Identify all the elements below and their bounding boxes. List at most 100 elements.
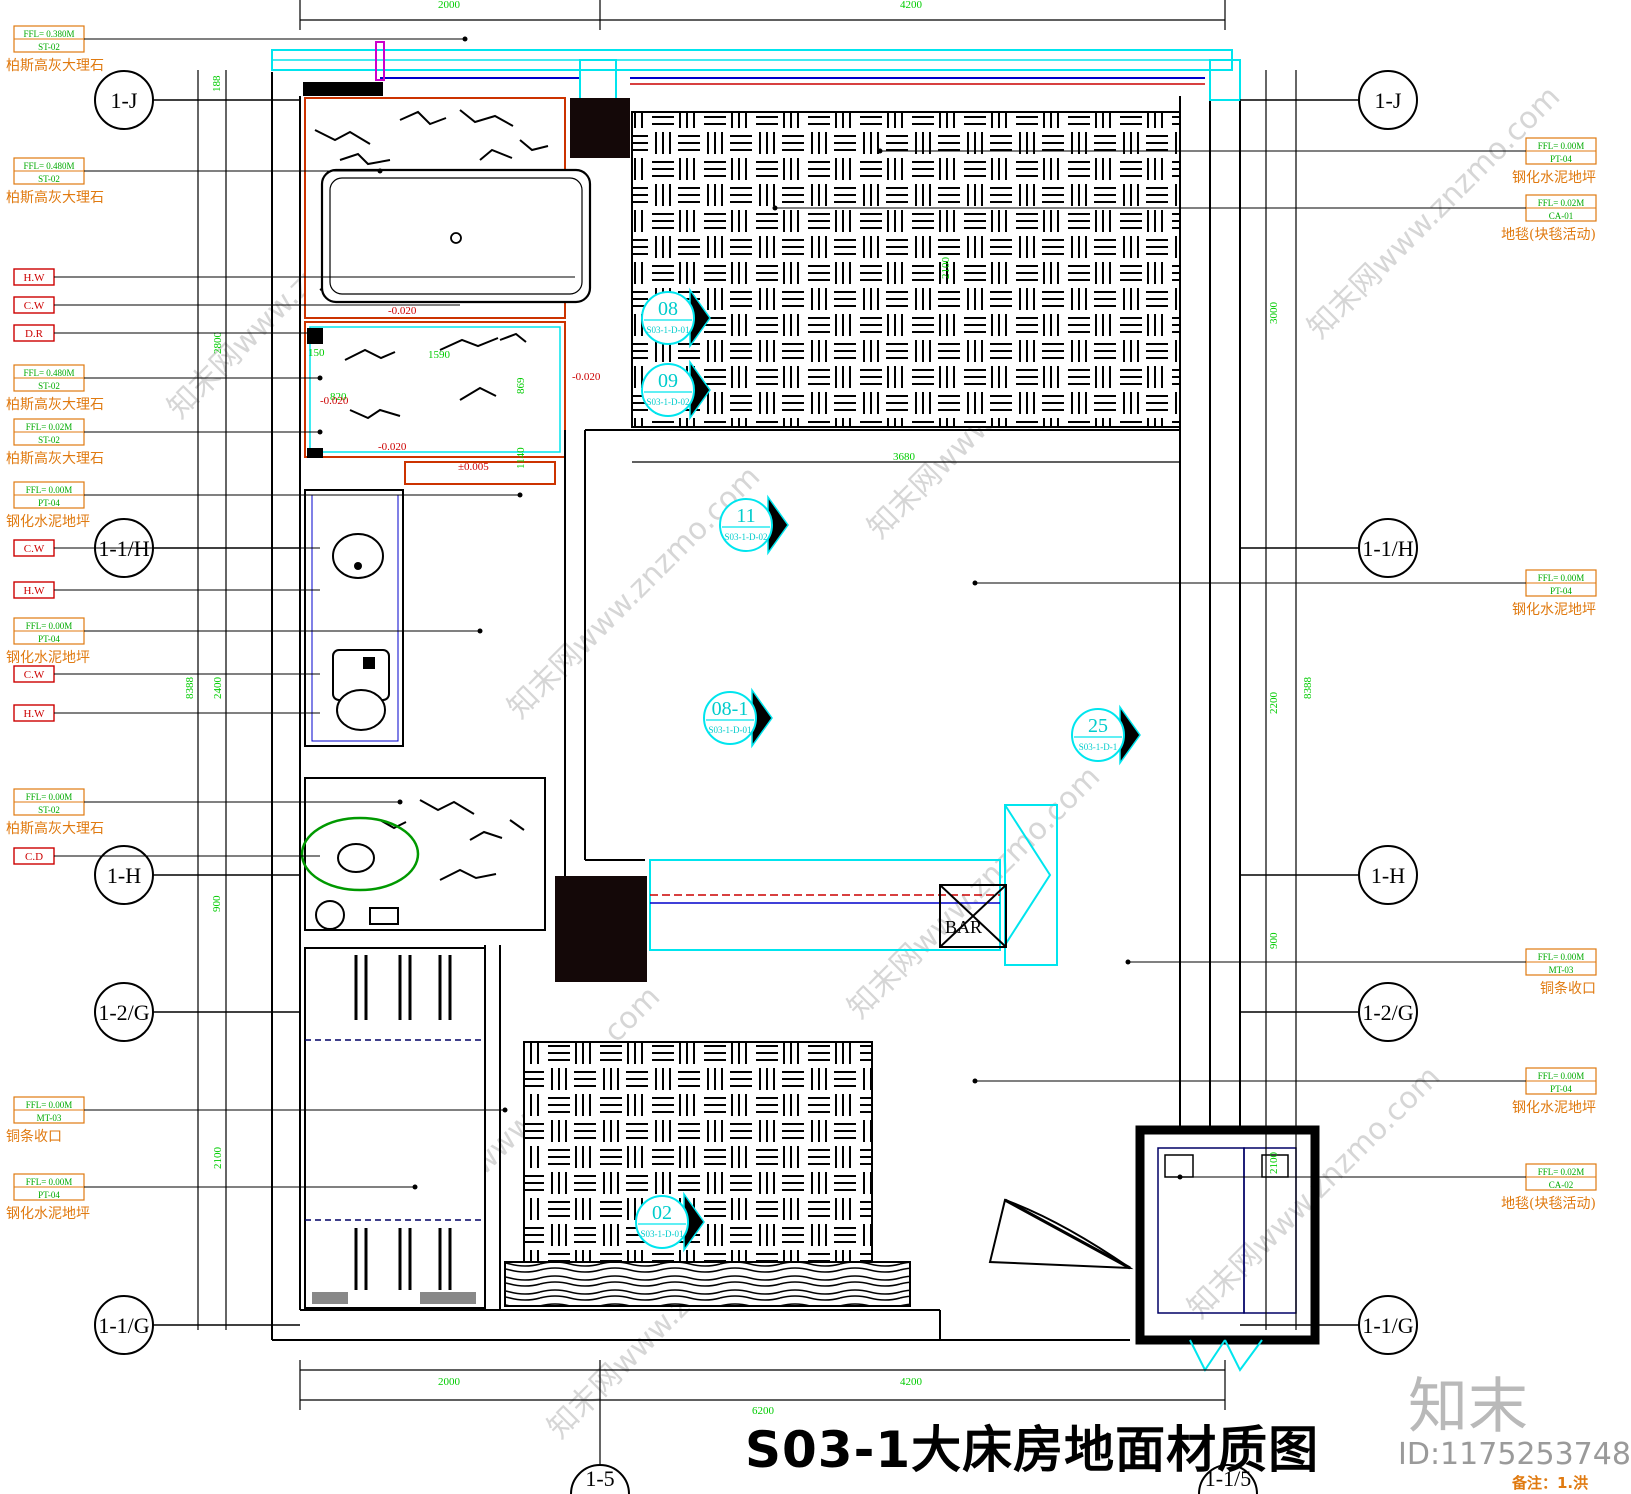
level-mark-2: -0.020 bbox=[572, 371, 601, 383]
material-code: ST-02 bbox=[38, 805, 60, 815]
dim-left-total: 8388 bbox=[184, 677, 196, 700]
marker-number: 02 bbox=[652, 1202, 672, 1224]
material-code: ST-02 bbox=[38, 435, 60, 445]
dim-top-1: 2000 bbox=[438, 0, 461, 11]
dim-inner-1140: 1140 bbox=[515, 447, 527, 469]
column-mid bbox=[555, 876, 647, 982]
grid-axis-layer: 1-J1-1/H1-H1-2/G1-1/G1-J1-1/H1-H1-2/G1-1… bbox=[94, 70, 1418, 1494]
material-code: PT-04 bbox=[1550, 586, 1572, 596]
pipe-tag-label: H.W bbox=[23, 585, 45, 597]
material-code: MT-03 bbox=[1549, 965, 1574, 975]
material-code: ST-02 bbox=[38, 42, 60, 52]
dim-top-2: 4200 bbox=[900, 0, 923, 11]
ffl-level: FFL= 0.02M bbox=[1538, 198, 1585, 208]
marker-number: 25 bbox=[1088, 715, 1108, 737]
ffl-level: FFL= 0.00M bbox=[26, 485, 73, 495]
pipe-tag: C.D bbox=[13, 847, 320, 865]
wc-room bbox=[300, 777, 546, 931]
carpet-ca-01 bbox=[631, 111, 1181, 428]
grid-bubble-left bbox=[94, 70, 154, 130]
pipe-tag-label: C.D bbox=[25, 851, 43, 863]
material-name: 地毯(块毯活动) bbox=[1501, 1196, 1596, 1212]
carpet-ca-02 bbox=[504, 1041, 911, 1307]
pipe-tag-label: H.W bbox=[23, 272, 45, 284]
dim-right-total: 8388 bbox=[1302, 677, 1314, 700]
material-name: 钢化水泥地坪 bbox=[6, 514, 90, 530]
material-name: 柏斯高灰大理石 bbox=[6, 189, 104, 206]
window-band bbox=[271, 41, 1241, 101]
dim-inner-width: 3680 bbox=[893, 451, 916, 463]
material-label: FFL= 0.00M PT-04 钢化水泥地坪 bbox=[877, 137, 1597, 186]
grid-label-right: 1-H bbox=[1371, 863, 1405, 888]
grid-label-left: 1-J bbox=[111, 88, 138, 113]
pipe-tag: D.R bbox=[13, 324, 320, 342]
pipe-tag-label: D.R bbox=[25, 328, 44, 340]
material-leader-layer: FFL= 0.380M ST-02 柏斯高灰大理石 FFL= 0.480M ST-02 柏… bbox=[6, 25, 1597, 1222]
ffl-level: FFL= 0.380M bbox=[23, 29, 74, 39]
grid-label-right: 1-2/G bbox=[1362, 1000, 1413, 1025]
pipe-tag-label: H.W bbox=[23, 708, 45, 720]
material-name: 钢化水泥地坪 bbox=[6, 1206, 90, 1222]
ffl-level: FFL= 0.00M bbox=[26, 1100, 73, 1110]
dim-left-2100: 2100 bbox=[212, 1147, 224, 1170]
watermark-text: 知末网www.znzmo.com bbox=[841, 759, 1107, 1025]
material-name: 钢化水泥地坪 bbox=[1512, 170, 1596, 186]
material-name: 地毯(块毯活动) bbox=[1501, 227, 1596, 243]
marker-number: 11 bbox=[736, 505, 755, 527]
dim-inner-2100: 2100 bbox=[940, 257, 952, 280]
wardrobe bbox=[304, 947, 486, 1309]
interior-partitions bbox=[484, 429, 1180, 1310]
material-code: ST-02 bbox=[38, 174, 60, 184]
marker-number: 08 bbox=[658, 298, 678, 320]
marker-sheet-ref: S03-1-D-01 bbox=[641, 1229, 684, 1239]
ffl-level: FFL= 0.480M bbox=[23, 161, 74, 171]
pipe-tag: H.W bbox=[13, 581, 320, 599]
exterior-walls bbox=[271, 60, 1241, 1341]
marker-sheet-ref: S03-1-D-02 bbox=[725, 532, 768, 542]
material-code: PT-04 bbox=[38, 1190, 60, 1200]
dim-inner-869: 869 bbox=[515, 377, 527, 394]
ffl-level: FFL= 0.00M bbox=[26, 792, 73, 802]
material-code: ST-02 bbox=[38, 381, 60, 391]
ffl-level: FFL= 0.00M bbox=[1538, 952, 1585, 962]
material-label: FFL= 0.480M ST-02 柏斯高灰大理石 bbox=[6, 157, 383, 206]
grid-label-bottom: 1-5 bbox=[585, 1466, 614, 1491]
level-mark-3: -0.020 bbox=[320, 395, 349, 407]
dim-left-2400: 2400 bbox=[212, 677, 224, 700]
material-label: FFL= 0.02M CA-01 地毯(块毯活动) bbox=[772, 194, 1597, 243]
dim-inner-150: 150 bbox=[308, 347, 325, 359]
material-name: 钢化水泥地坪 bbox=[6, 650, 90, 666]
grid-bubble-left bbox=[94, 1295, 154, 1355]
ffl-level: FFL= 0.02M bbox=[26, 422, 73, 432]
grid-bubble-left bbox=[94, 845, 154, 905]
ffl-level: FFL= 0.00M bbox=[1538, 141, 1585, 151]
grid-bubble-right bbox=[1358, 845, 1418, 905]
marker-sheet-ref: S03-1-D-01 bbox=[709, 725, 752, 735]
pipe-tag: C.W bbox=[13, 296, 460, 314]
grid-label-left: 1-H bbox=[107, 863, 141, 888]
material-name: 钢化水泥地坪 bbox=[1512, 602, 1596, 618]
grid-label-right: 1-1/H bbox=[1362, 536, 1413, 561]
dim-right-900: 900 bbox=[1268, 932, 1280, 949]
ffl-level: FFL= 0.00M bbox=[26, 621, 73, 631]
material-code: MT-03 bbox=[37, 1113, 62, 1123]
material-name: 柏斯高灰大理石 bbox=[6, 820, 104, 837]
ffl-level: FFL= 0.00M bbox=[1538, 573, 1585, 583]
grid-label-bottom: 1-1/5 bbox=[1205, 1466, 1251, 1491]
material-code: CA-01 bbox=[1549, 211, 1574, 221]
pipe-tag: C.W bbox=[13, 539, 320, 557]
grid-bubble-left bbox=[94, 982, 154, 1042]
material-code: PT-04 bbox=[1550, 154, 1572, 164]
grid-bubble-right bbox=[1358, 70, 1418, 130]
